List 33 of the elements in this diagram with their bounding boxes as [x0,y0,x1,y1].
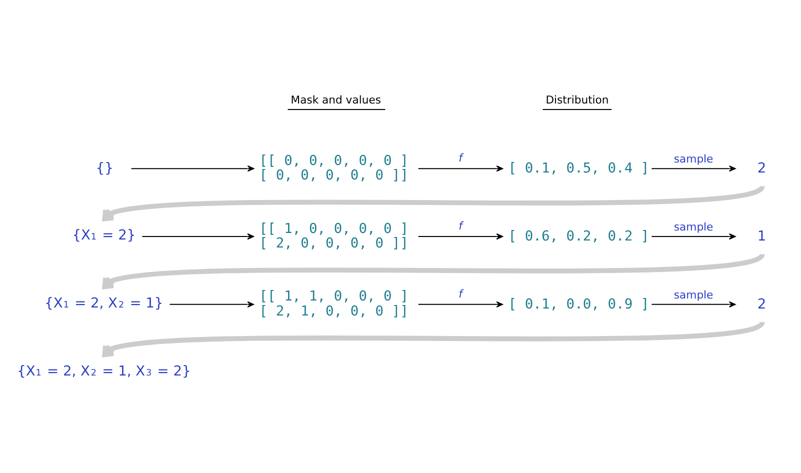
edge-label: sample [674,288,714,302]
node-text: [[ 1, 0, 0, 0, 0 ] [ 2, 0, 0, 0, 0 ]] [259,220,408,252]
arrow [142,233,254,240]
label: Mask and values [290,93,381,106]
node-text: [[ 0, 0, 0, 0, 0 ] [ 0, 0, 0, 0, 0 ]] [259,152,408,184]
node-text: [ 0.1, 0.5, 0.4 ] [508,160,650,177]
edge-label: f [458,219,462,232]
arrow [130,165,254,172]
arrow [169,301,254,308]
node-text: 1 [757,228,766,245]
node-text: [ 0.1, 0.0, 0.9 ] [508,296,650,313]
label: Distribution [546,93,609,106]
edge-label: f [458,287,462,300]
node-text: {X1 = 2} [72,228,136,244]
arrow [102,320,764,358]
arrow [418,233,504,240]
node-text: {} [96,160,114,177]
node-text: 2 [757,160,766,177]
edge-label: sample [674,220,714,234]
node-text: {X1 = 2, X2 = 1} [44,296,164,312]
node-text: {X1 = 2, X2 = 1, X3 = 2} [17,363,191,380]
arrow [102,252,764,290]
arrow [418,165,504,172]
node-text: [ 0.6, 0.2, 0.2 ] [508,228,650,245]
arrow [102,184,764,222]
arrow [418,301,504,308]
edge-label: sample [674,152,714,166]
arrow [651,233,736,240]
node-text: 2 [757,296,766,313]
arrow [651,165,736,172]
node-text: [[ 1, 1, 0, 0, 0 ] [ 2, 1, 0, 0, 0 ]] [259,288,408,320]
edge-label: f [458,151,462,164]
arrow [651,301,736,308]
